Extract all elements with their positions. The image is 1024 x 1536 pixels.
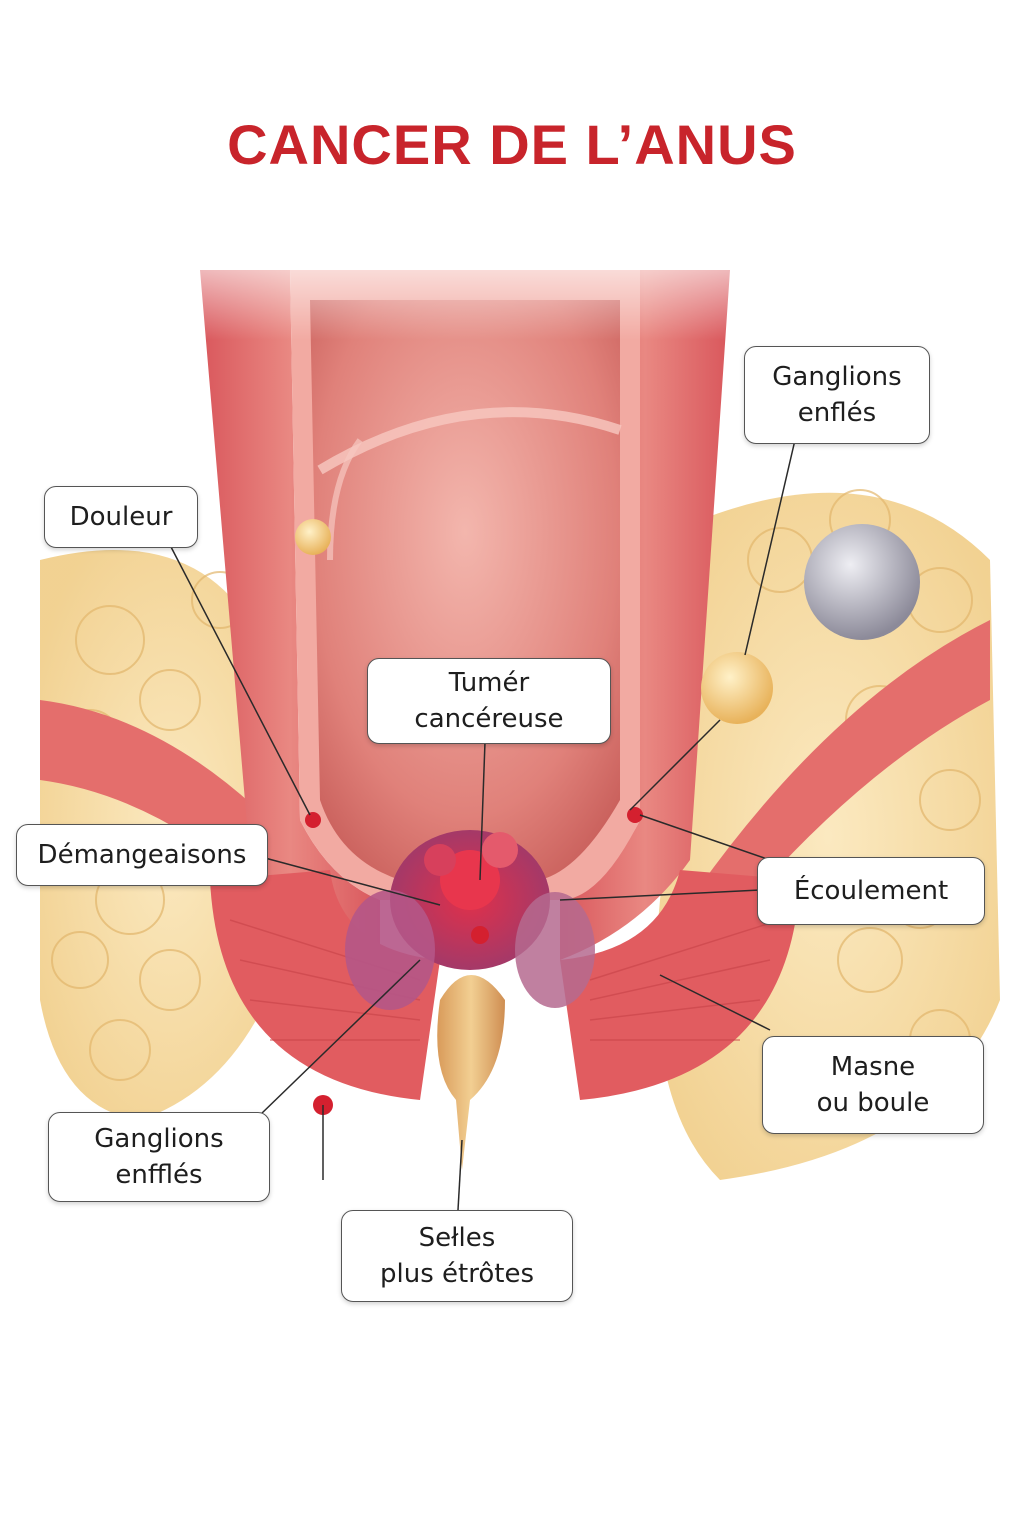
label-tumeur: Tumér cancéreuse <box>367 658 611 744</box>
label-ecoulement: Écoulement <box>757 857 985 925</box>
lymph-node-upper-left <box>295 519 331 555</box>
label-ganglions-top-line2: enflés <box>797 398 877 428</box>
label-masse-line2: ou boule <box>816 1088 930 1118</box>
leader-lines <box>169 439 796 1211</box>
label-selles-line1: Sełles <box>418 1223 496 1253</box>
label-demangeaisons: Démangeaisons <box>16 824 268 886</box>
label-demangeaisons-text: Démangeaisons <box>37 840 247 870</box>
label-douleur: Douleur <box>44 486 198 548</box>
label-ecoulement-text: Écoulement <box>793 876 949 906</box>
label-ganglions-bottom-line2: enfflés <box>115 1160 203 1190</box>
label-ganglions-bottom-line1: Ganglions <box>94 1124 224 1154</box>
lymph-node-right <box>701 652 773 724</box>
page-title: CANCER DE L’ANUS <box>227 113 797 176</box>
label-douleur-text: Douleur <box>69 502 173 532</box>
label-tumeur-line1: Tumér <box>448 668 530 698</box>
label-ganglions-bottom: Ganglions enfflés <box>48 1112 270 1202</box>
label-selles-line2: plus étrôtes <box>380 1259 534 1289</box>
rectal-lumen <box>290 270 640 900</box>
label-selles: Sełles plus étrôtes <box>341 1210 573 1302</box>
label-ganglions-top: Ganglions enflés <box>744 346 930 444</box>
label-masse: Masne ou boule <box>762 1036 984 1134</box>
tumor-mass <box>345 830 595 1010</box>
lymph-node-grey <box>804 524 920 640</box>
stool <box>437 975 505 1170</box>
top-fade <box>180 220 760 340</box>
label-tumeur-line2: cancéreuse <box>414 704 564 734</box>
label-masse-line1: Masne <box>830 1052 916 1082</box>
label-ganglions-top-line1: Ganglions <box>772 362 902 392</box>
